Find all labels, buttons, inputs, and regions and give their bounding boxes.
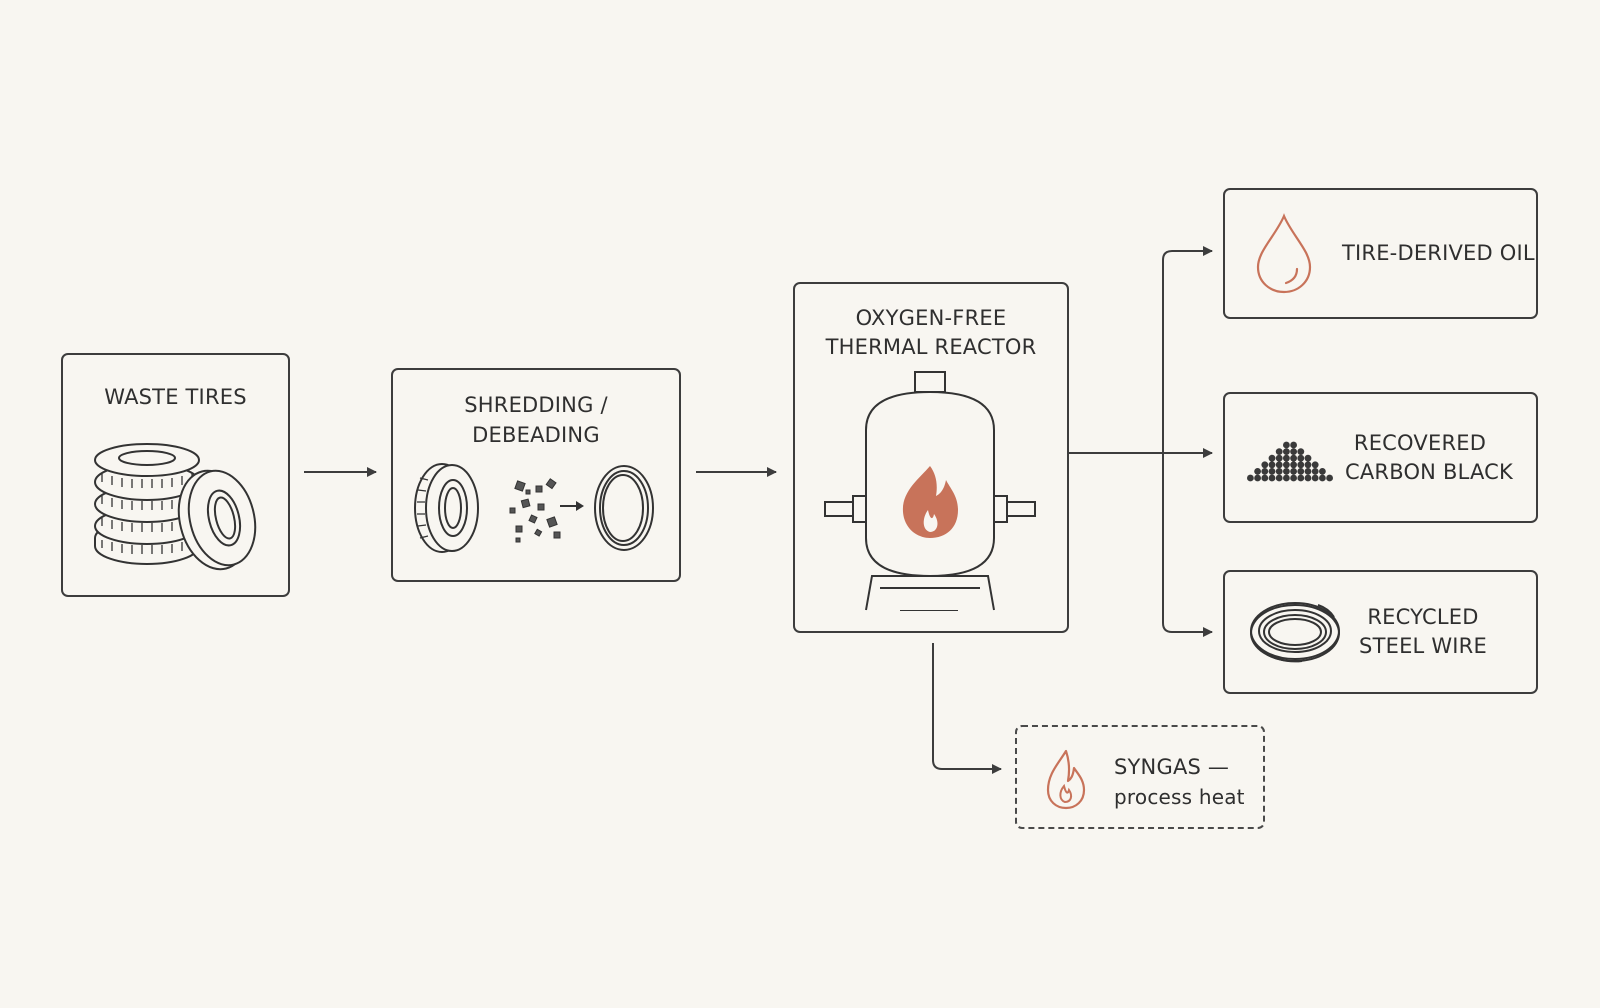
syngas-label-line2: process heat <box>1114 785 1245 809</box>
tire-stack-icon <box>94 443 257 571</box>
carbon-label-line1: RECOVERED <box>1353 431 1487 455</box>
reactor-flame-icon <box>824 371 1036 611</box>
carbon-label-line2: CARBON BLACK <box>1345 460 1513 484</box>
wire-coil-icon <box>1250 602 1340 663</box>
shredding-label-line2: DEBEADING <box>472 423 600 447</box>
arrow-branch-to-steel <box>1162 453 1213 637</box>
shredding-icon <box>414 463 654 553</box>
syngas-box <box>1015 725 1265 829</box>
flame-icon <box>1046 749 1086 810</box>
reactor-label-line2: THERMAL REACTOR <box>825 335 1037 359</box>
shredding-label-line1: SHREDDING / <box>464 393 608 417</box>
oil-label: TIRE-DERIVED OIL <box>1342 241 1535 265</box>
carbon-box <box>1223 392 1538 523</box>
reactor-label-line1: OXYGEN-FREE <box>855 306 1007 330</box>
oil-box <box>1223 188 1538 319</box>
oil-drop-icon <box>1256 213 1312 294</box>
arrow-branch-to-oil <box>1162 246 1213 453</box>
syngas-label-line1: SYNGAS — <box>1114 755 1230 779</box>
steel-label-line1: RECYCLED <box>1367 605 1479 629</box>
carbon-pile-icon <box>1247 441 1333 482</box>
steel-label-line2: STEEL WIRE <box>1359 634 1487 658</box>
steel-box <box>1223 570 1538 694</box>
arrow-reactor-to-syngas <box>932 643 1002 774</box>
waste-tires-label: WASTE TIRES <box>104 385 247 409</box>
